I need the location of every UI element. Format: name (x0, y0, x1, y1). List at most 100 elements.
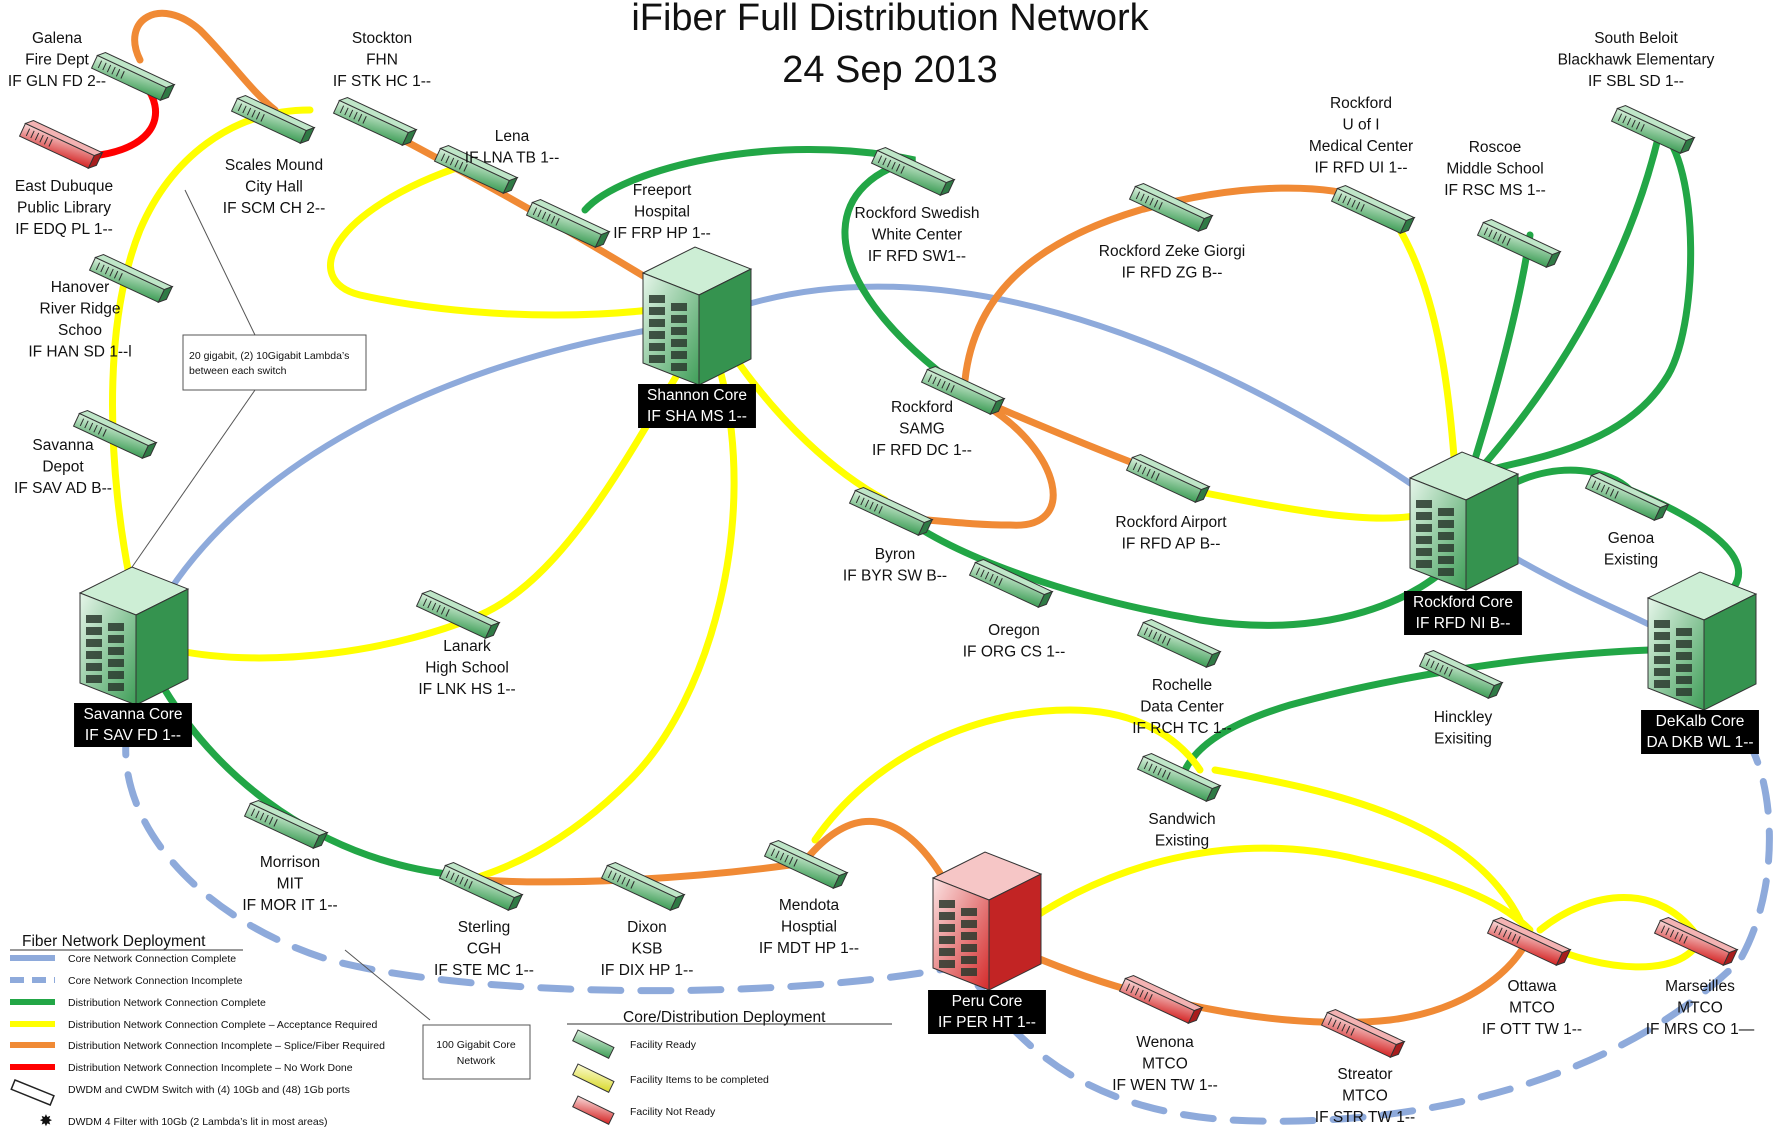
site-label-line: High School (425, 660, 509, 677)
link-yellow-mendota-sandwich (811, 706, 1204, 844)
link-orange-samg-zeke-ui (961, 184, 1374, 384)
site-label-line: IF RCH TC 1-- (1132, 720, 1232, 737)
site-label-line: City Hall (245, 179, 303, 196)
link-orange-mendota-peru (806, 817, 954, 894)
legend-fiber-heading: Fiber Network Deployment (22, 933, 206, 950)
callout-lambda: 20 gigabit, (2) 10Gigabit Lambda’s betwe… (182, 334, 367, 391)
site-label-line: Freeport (633, 182, 692, 199)
site-label-line: IF WEN TW 1-- (1112, 1077, 1218, 1094)
legend-facility-heading: Core/Distribution Deployment (623, 1009, 826, 1026)
site-label-line: MTCO (1342, 1088, 1388, 1105)
sterling-switch (438, 861, 524, 912)
link-green-savanna-sterling (161, 686, 459, 879)
site-label-line: IF MDT HP 1-- (759, 940, 859, 957)
legend-fiber-item-1: Core Network Connection Incomplete (68, 975, 243, 987)
site-label-line: River Ridge (40, 301, 121, 318)
site-label-line: White Center (872, 227, 962, 244)
site-label-line: Ottawa (1507, 978, 1556, 995)
link-green-rockford-roscoe (1466, 231, 1534, 479)
site-label-line: MIT (277, 876, 304, 893)
link-orange-stockton-shannon (371, 121, 654, 284)
site-label-line: CGH (467, 941, 501, 958)
lena-switch (433, 144, 519, 195)
stockton-switch (332, 96, 418, 147)
shannon-core-name: Shannon Core (647, 387, 747, 404)
rockford-ui-switch (1330, 184, 1416, 235)
legend-fiber-item-6: DWDM and CWDM Switch with (4) 10Gb and (… (68, 1084, 350, 1096)
east-dubuque-switch (18, 119, 104, 170)
sandwich-switch (1136, 752, 1222, 803)
site-label-line: Public Library (17, 200, 111, 217)
legend-fiber-item-4: Distribution Network Connection Incomple… (68, 1040, 385, 1052)
site-label-line: IF RFD SW1-- (868, 248, 966, 265)
site-label-line: Data Center (1140, 699, 1224, 716)
hanover-switch (88, 253, 174, 304)
site-label-line: Hospital (634, 204, 690, 221)
link-yellow-peru-ottawa (1026, 844, 1534, 934)
legend-fiber-item-7: DWDM 4 Filter with 10Gb (2 Lambda’s lit … (68, 1116, 327, 1128)
callout-core-line-1: 100 Gigabit Core (436, 1039, 516, 1051)
savanna-depot-switch (72, 409, 158, 460)
core-link-shannon-rockford (742, 283, 1423, 493)
link-red-galena-eastdubuque (96, 81, 160, 159)
site-label-line: IF GLN FD 2-- (8, 73, 106, 90)
site-label-line: Exisiting (1434, 731, 1492, 748)
site-label-rockford-airport: Rockford Airport IF RFD AP B-- (1115, 514, 1227, 553)
switches (18, 51, 1739, 1059)
hinckley-switch (1418, 649, 1504, 700)
site-label-line: IF RFD DC 1-- (872, 442, 972, 459)
peru-core-name: Peru Core (952, 993, 1023, 1010)
site-label-line: Galena (32, 30, 82, 47)
site-label-line: IF RFD ZG B-- (1122, 265, 1223, 282)
site-label-line: Mendota (779, 897, 840, 914)
site-label-line: Rockford (1330, 95, 1392, 112)
site-label-line: Oregon (988, 622, 1040, 639)
site-label-line: IF SBL SD 1-- (1588, 73, 1684, 90)
site-label-line: Middle School (1446, 161, 1543, 178)
site-label-line: IF MOR IT 1-- (242, 897, 337, 914)
site-label-line: IF HAN SD 1--l (28, 344, 131, 361)
dekalb-core-rack-icon (1654, 620, 1692, 696)
site-label-line: IF MRS CO 1— (1646, 1021, 1755, 1038)
site-label-line: Existing (1604, 552, 1658, 569)
rochelle-switch (1136, 618, 1222, 669)
shannon-core-code: IF SHA MS 1-- (647, 408, 747, 425)
site-label-line: U of I (1342, 117, 1379, 134)
site-label-line: IF STR TW 1-- (1315, 1109, 1415, 1126)
site-label-line: Rockford Airport (1115, 514, 1227, 531)
site-label-line: Schoo (58, 322, 102, 339)
link-yellow-sandwich-ottawa (1211, 766, 1524, 924)
site-label-line: IF SCM CH 2-- (223, 200, 325, 217)
site-label-line: IF RFD AP B-- (1122, 536, 1221, 553)
site-label-line: Sterling (458, 919, 511, 936)
site-label-line: Rockford Zeke Giorgi (1099, 243, 1245, 260)
link-green-rockford-sbl (1471, 123, 1695, 479)
site-label-line: MTCO (1142, 1056, 1188, 1073)
legend-fiber-item-5: Distribution Network Connection Incomple… (68, 1062, 353, 1074)
link-yellow-shannon-byron (736, 361, 889, 504)
link-green-freeport-swedish (581, 146, 959, 389)
site-label-line: MTCO (1509, 1000, 1555, 1017)
callout-lambda-line-2: between each switch (189, 365, 287, 377)
link-green-dekalb-hinckley-sandwich (1181, 646, 1654, 774)
site-label-line: IF OTT TW 1-- (1482, 1021, 1582, 1038)
site-label-rockford-zeke: Rockford Zeke Giorgi IF RFD ZG B-- (1099, 243, 1245, 282)
